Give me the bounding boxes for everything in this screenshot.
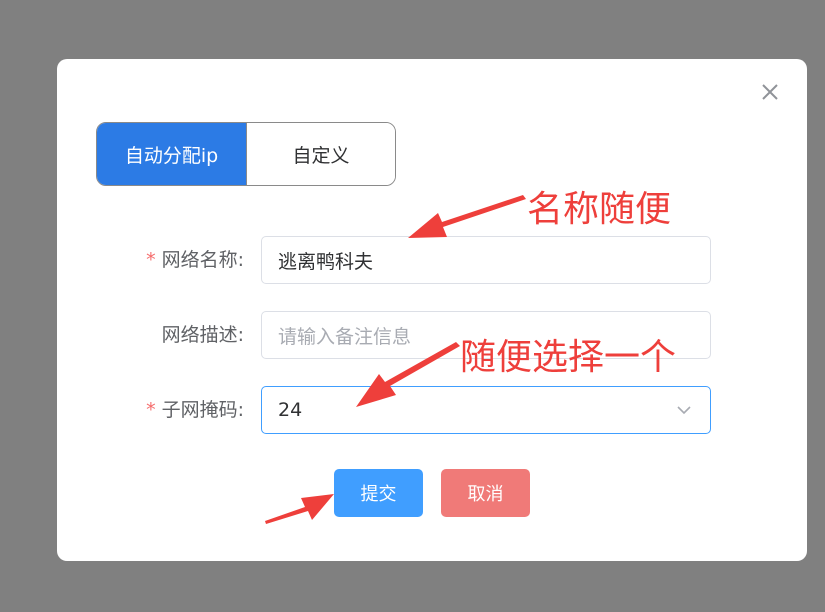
- ip-mode-toggle: 自动分配ip 自定义: [96, 122, 396, 186]
- annotation-name-hint: 名称随便: [527, 189, 672, 230]
- required-mark: *: [146, 399, 156, 421]
- subnet-mask-label: *子网掩码:: [146, 399, 244, 421]
- close-button[interactable]: [759, 81, 781, 103]
- network-dialog: 自动分配ip 自定义 *网络名称: 逃离鸭科夫 网络描述: 请输入备注信息 *子…: [57, 59, 807, 561]
- network-description-input[interactable]: 请输入备注信息: [261, 311, 711, 359]
- close-icon: [762, 84, 778, 100]
- subnet-mask-select[interactable]: 24: [261, 386, 711, 434]
- chevron-down-icon: [677, 406, 691, 415]
- tab-auto-assign-ip[interactable]: 自动分配ip: [97, 123, 246, 185]
- network-name-label: *网络名称:: [146, 249, 244, 271]
- required-mark: *: [146, 249, 156, 271]
- network-name-input[interactable]: 逃离鸭科夫: [261, 236, 711, 284]
- tab-custom[interactable]: 自定义: [246, 123, 395, 185]
- network-description-label: 网络描述:: [161, 324, 244, 346]
- submit-button[interactable]: 提交: [334, 469, 423, 517]
- cancel-button[interactable]: 取消: [441, 469, 530, 517]
- annotation-mask-hint: 随便选择一个: [460, 337, 677, 378]
